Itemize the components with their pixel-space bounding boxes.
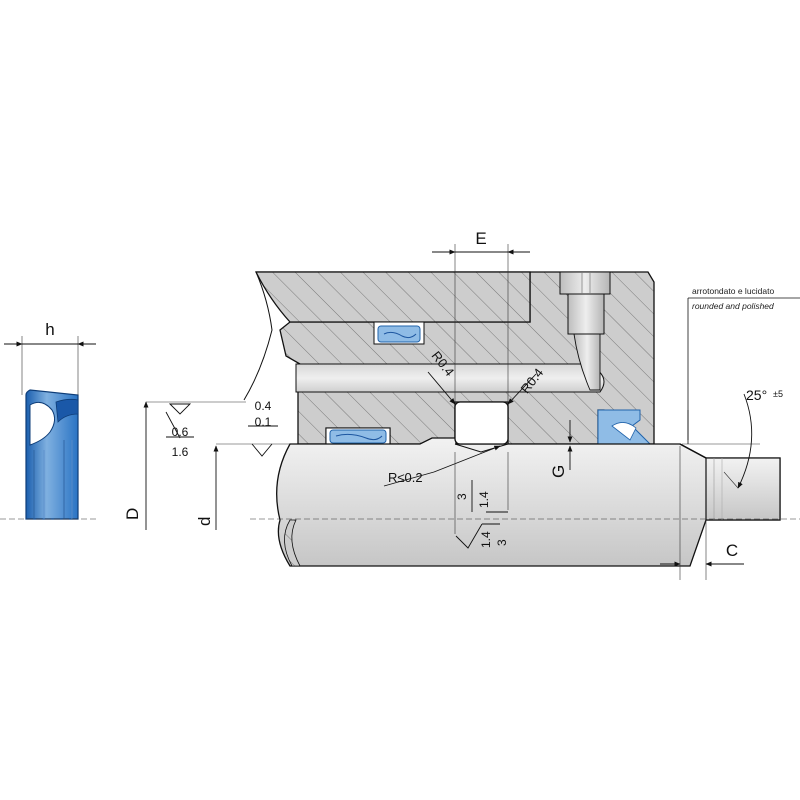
- label-radius-small: R≤0.2: [388, 470, 423, 485]
- plug-head: [559, 271, 611, 295]
- left-lower-seal: [329, 429, 387, 444]
- label-C: C: [726, 541, 738, 560]
- shaft-body: [276, 437, 781, 567]
- roughness-symbol-top: [165, 403, 278, 457]
- roughness-symbol-vertical: [454, 452, 509, 549]
- rough-top-b: 1.6: [172, 445, 189, 459]
- rough-low-a: 1.4: [479, 531, 493, 548]
- plug-body: [567, 293, 605, 335]
- dimension-d: [213, 443, 290, 530]
- rough-top-d: 0.1: [255, 415, 272, 429]
- dimension-angle: [682, 393, 760, 489]
- note-english: rounded and polished: [692, 301, 774, 311]
- rough-top-a: 0.6: [172, 425, 189, 439]
- rough-low-b: 3: [495, 539, 509, 546]
- rough-top-c: 0.4: [255, 399, 272, 413]
- note-italian: arrotondato e lucidato: [692, 286, 774, 296]
- seal-profile: [0, 336, 96, 520]
- label-d: d: [195, 517, 214, 526]
- label-h: h: [45, 320, 54, 339]
- label-angle: 25°: [746, 387, 767, 403]
- dimension-E: [432, 244, 530, 402]
- label-angle-tol: ±5: [773, 389, 783, 399]
- label-E: E: [475, 229, 486, 248]
- dimension-D: [143, 401, 246, 530]
- shaft: [250, 437, 800, 567]
- seal-slot: [454, 401, 509, 445]
- seal-lip-cut: [29, 401, 56, 446]
- label-D: D: [123, 508, 142, 520]
- label-G: G: [549, 465, 568, 478]
- rough-vert-b: 1.4: [477, 491, 491, 508]
- dimension-C: [660, 446, 744, 580]
- rough-vert-a: 3: [455, 493, 469, 500]
- shaft-end: [705, 457, 781, 521]
- seal-lip: [55, 398, 79, 423]
- note-callout: [687, 297, 800, 444]
